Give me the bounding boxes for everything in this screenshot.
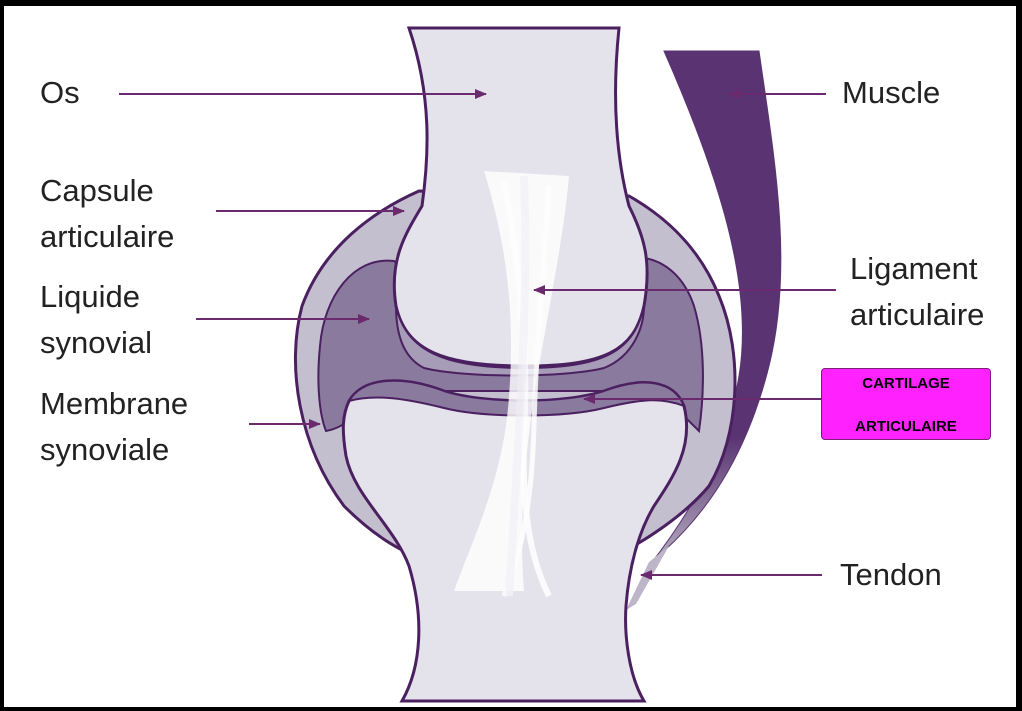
label-membrane-line2: synoviale	[40, 427, 188, 473]
label-capsule-line1: Capsule	[40, 168, 174, 214]
label-muscle: Muscle	[842, 70, 940, 116]
label-os: Os	[40, 70, 80, 116]
label-cartilage-line1: CARTILAGE	[862, 375, 950, 392]
label-capsule-articulaire: Capsule articulaire	[40, 168, 174, 260]
label-capsule-line2: articulaire	[40, 214, 174, 260]
label-tendon-text: Tendon	[840, 552, 942, 598]
label-ligament-articulaire: Ligament articulaire	[850, 246, 984, 338]
label-os-text: Os	[40, 70, 80, 116]
label-membrane-line1: Membrane	[40, 381, 188, 427]
label-liquide-line2: synovial	[40, 320, 152, 366]
label-membrane-synoviale: Membrane synoviale	[40, 381, 188, 473]
label-ligament-line1: Ligament	[850, 246, 984, 292]
label-tendon: Tendon	[840, 552, 942, 598]
label-cartilage-articulaire: CARTILAGE ARTICULAIRE	[821, 368, 991, 440]
label-liquide-line1: Liquide	[40, 274, 152, 320]
label-muscle-text: Muscle	[842, 70, 940, 116]
label-cartilage-line2: ARTICULAIRE	[855, 418, 957, 435]
label-ligament-line2: articulaire	[850, 292, 984, 338]
label-liquide-synovial: Liquide synovial	[40, 274, 152, 366]
